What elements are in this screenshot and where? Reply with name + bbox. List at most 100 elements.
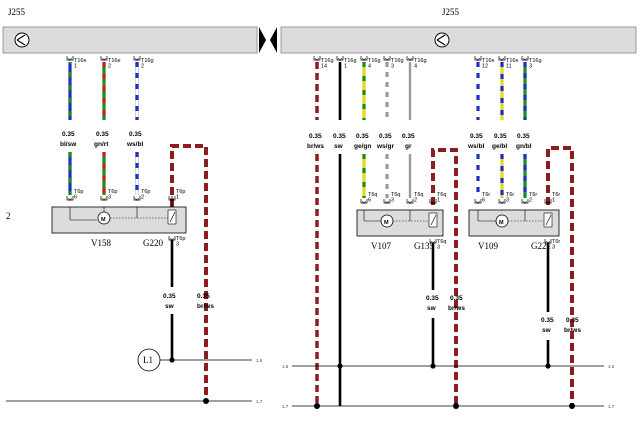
right-bottom-wire-label-1: 0.35 sw [426, 295, 439, 312]
svg-text:sw: sw [165, 303, 175, 310]
right-component-box-1 [356, 209, 444, 237]
svg-text:br/ws: br/ws [197, 303, 214, 310]
right-wire-label-4: 0.35 ws/gr [376, 133, 394, 150]
right-component-label-1: V107 [371, 241, 391, 251]
left-continuation-arrow [259, 27, 266, 53]
l1-connector-label: L1 [143, 355, 153, 365]
svg-text:sw: sw [427, 305, 437, 312]
right-component-label-4: G221 [531, 241, 551, 251]
svg-text:0.35: 0.35 [163, 293, 176, 300]
svg-text:ge/gn: ge/gn [354, 143, 371, 150]
right-bus-label-2: 1.7 [282, 404, 289, 409]
svg-text:0.35: 0.35 [356, 133, 369, 140]
right-control-unit-title: J255 [442, 7, 460, 17]
right-bottom-wire-label-2: 0.35 br/ws [448, 295, 465, 312]
svg-text:0.35: 0.35 [450, 295, 463, 302]
svg-text:ws/gr: ws/gr [376, 143, 394, 150]
svg-text:gr: gr [405, 143, 412, 150]
svg-text:0.35: 0.35 [96, 131, 109, 138]
right-wire-label-3: 0.35 ge/gn [354, 133, 371, 150]
left-sensor-label: G220 [143, 238, 163, 248]
svg-text:M: M [101, 217, 106, 223]
right-wire-label-8: 0.35 gn/bl [516, 133, 532, 150]
svg-text:gn/bl: gn/bl [516, 143, 532, 150]
svg-text:M: M [499, 220, 504, 226]
right-component-label-3: V109 [478, 241, 498, 251]
svg-text:0.35: 0.35 [470, 133, 483, 140]
svg-text:ws/bl: ws/bl [126, 141, 143, 148]
svg-text:0.35: 0.35 [517, 133, 530, 140]
svg-text:ge/bl: ge/bl [492, 143, 507, 150]
svg-text:0.35: 0.35 [333, 133, 346, 140]
right-component-label-2: G135 [414, 241, 434, 251]
right-wire-label-5: 0.35 gr [402, 133, 415, 150]
svg-text:bl/sw: bl/sw [60, 141, 77, 148]
svg-text:br/ws: br/ws [448, 305, 465, 312]
right-bottom-wire-label-4: 0.35 br/ws [564, 317, 581, 334]
right-wire-label-1: 0.35 br/ws [307, 133, 324, 150]
svg-text:br/ws: br/ws [307, 143, 324, 150]
svg-text:0.35: 0.35 [379, 133, 392, 140]
svg-text:0.35: 0.35 [402, 133, 415, 140]
left-row-marker: 2 [6, 211, 11, 221]
left-control-unit-bar [2, 26, 258, 54]
right-bus-label-4: 1.7 [608, 404, 615, 409]
right-bus-label-3: 1.6 [608, 364, 615, 369]
svg-text:0.35: 0.35 [426, 295, 439, 302]
svg-text:0.35: 0.35 [494, 133, 507, 140]
svg-text:M: M [384, 220, 389, 226]
svg-text:0.35: 0.35 [566, 317, 579, 324]
svg-text:gn/rt: gn/rt [94, 141, 109, 148]
svg-text:br/ws: br/ws [564, 327, 581, 334]
svg-text:0.35: 0.35 [309, 133, 322, 140]
svg-text:0.35: 0.35 [541, 317, 554, 324]
left-control-unit-title: J255 [8, 7, 26, 17]
